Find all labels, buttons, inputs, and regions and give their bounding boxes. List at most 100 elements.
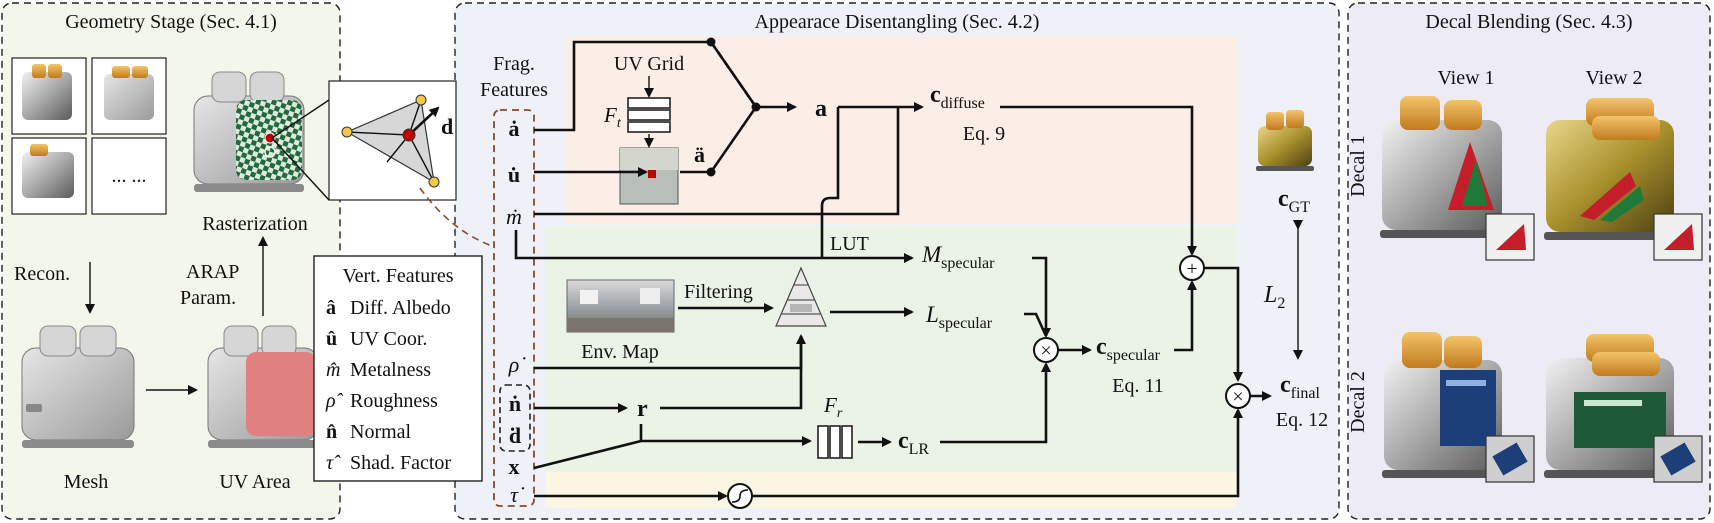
vert-feature-albedo: â Diff. Albedo (326, 297, 451, 319)
final-multiply-node: × (1225, 383, 1251, 409)
decal1-label: Decal 1 (1347, 135, 1369, 197)
frag-metalness: ṁ (506, 204, 522, 229)
rasterization-label: Rasterization (202, 213, 308, 235)
input-image-grid: ... ... (11, 57, 167, 215)
vert-features-box: Vert. Features â Diff. Albedo û UV Coor.… (313, 255, 483, 482)
svg-text:×: × (1232, 386, 1243, 408)
svg-text:Normal: Normal (350, 421, 412, 443)
decal1-view2-toaster (1544, 98, 1703, 261)
appearance-panel: Appearace Disentangling (Sec. 4.2) (454, 2, 1340, 520)
plus-node: + (1179, 255, 1205, 281)
decal1-view1-toaster (1380, 96, 1535, 261)
reflect-dir: r (637, 396, 648, 422)
env-map-label: Env. Map (581, 341, 659, 363)
metalness-to-mspec (514, 230, 914, 263)
svg-text:UV Coor.: UV Coor. (350, 328, 427, 350)
svg-text:Shad. Factor: Shad. Factor (350, 452, 451, 474)
frag-features-box (493, 109, 535, 507)
clr-to-mult (940, 362, 1051, 444)
l-specular: Lspecular (925, 302, 993, 332)
sigmoid-icon (727, 483, 753, 509)
appearance-title: Appearace Disentangling (Sec. 4.2) (755, 11, 1040, 33)
c-final: cfinal (1280, 372, 1321, 402)
zoom-icon (264, 146, 276, 158)
input-toaster-2 (104, 66, 154, 120)
svg-text:â: â (326, 297, 336, 319)
uv-area-label: UV Area (219, 471, 290, 493)
uv-area-toaster (207, 325, 319, 448)
svg-text:Diff. Albedo: Diff. Albedo (350, 297, 451, 319)
inset-leader-top (271, 99, 330, 139)
lut-label: LUT (830, 233, 869, 255)
albedo-output: a (815, 96, 827, 122)
env-map-image (566, 279, 675, 333)
input-toaster-1 (22, 64, 72, 120)
uv-grid-label: UV Grid (614, 53, 684, 75)
c-specular: cspecular (1096, 334, 1161, 364)
frag-view-dir: ḋ (509, 423, 521, 448)
svg-text:+: + (1186, 258, 1197, 280)
svg-text:û: û (326, 328, 337, 350)
l2-loss: L2 (1263, 282, 1285, 312)
cspec-to-plus (1174, 280, 1197, 352)
metalness-hop (820, 107, 840, 214)
r-to-pyramid (660, 336, 803, 410)
gt-toaster-image (1256, 110, 1314, 171)
rasterization-toaster (193, 71, 305, 192)
specular-multiply-node: × (1033, 337, 1059, 363)
frag-position: x (509, 454, 520, 479)
x-to-fr (533, 439, 642, 470)
vert-feature-uv: û UV Coor. (326, 328, 427, 350)
frag-connector (419, 187, 493, 247)
cdiffuse-to-plus (1000, 105, 1197, 256)
mesh-label: Mesh (64, 471, 108, 493)
zoom-inset: d (328, 80, 457, 201)
arap-label: ARAP (186, 261, 239, 283)
svg-text:×: × (1040, 340, 1051, 362)
c-lr: cLR (898, 428, 929, 458)
frag-features-title-1: Frag. (493, 53, 535, 75)
decal2-view1-toaster (1382, 332, 1535, 483)
geometry-stage-title: Geometry Stage (Sec. 4.1) (65, 11, 277, 33)
vert-feature-metalness: m̂ Metalness (326, 359, 431, 381)
nd-group-box (499, 384, 531, 452)
a-ddot: ä (694, 142, 705, 167)
filtering-label: Filtering (684, 281, 753, 303)
eq9-label: Eq. 9 (963, 123, 1005, 145)
view1-label: View 1 (1437, 67, 1494, 89)
svg-text:m̂: m̂ (326, 359, 340, 381)
mspec-to-mult (1032, 256, 1051, 338)
decal2-label: Decal 2 (1347, 371, 1369, 433)
texture-network-label: Ft (603, 103, 622, 131)
sigmoid-to-final-mult (752, 408, 1243, 498)
c-diffuse: cdiffuse (930, 82, 985, 112)
frag-uv: u̇ (508, 162, 520, 187)
inset-leader-bottom (271, 137, 330, 201)
c-gt: cGT (1278, 186, 1310, 216)
residual-network-icon (817, 425, 853, 459)
metalness-to-diffuse (534, 107, 900, 216)
svg-text:Metalness: Metalness (350, 359, 431, 381)
vert-features-title: Vert. Features (342, 265, 453, 287)
mesh-toaster (21, 325, 135, 448)
decal-title: Decal Blending (Sec. 4.3) (1425, 11, 1632, 33)
input-toaster-3 (22, 144, 74, 198)
texture-network-icon (627, 97, 671, 133)
eq11-label: Eq. 11 (1112, 375, 1163, 397)
frag-albedo: ȧ (509, 116, 520, 141)
uv-texture-patch (619, 147, 679, 205)
a-ddot-path (709, 106, 758, 173)
frag-normal: ṅ (509, 391, 521, 416)
residual-network-label: Fr (823, 393, 843, 421)
view-direction-arrow (408, 106, 440, 136)
m-specular: Mspecular (921, 242, 995, 272)
svg-text:n̂: n̂ (326, 421, 337, 443)
lspec-to-mult (1024, 312, 1048, 337)
mipmap-pyramid-icon (775, 266, 827, 327)
eq12-label: Eq. 12 (1276, 409, 1328, 431)
svg-text:Roughness: Roughness (350, 390, 438, 412)
view-direction-label: d (441, 114, 453, 139)
decal2-view2-toaster (1544, 334, 1703, 483)
uv-region (246, 352, 316, 436)
plus-to-final-mult (1204, 266, 1243, 382)
